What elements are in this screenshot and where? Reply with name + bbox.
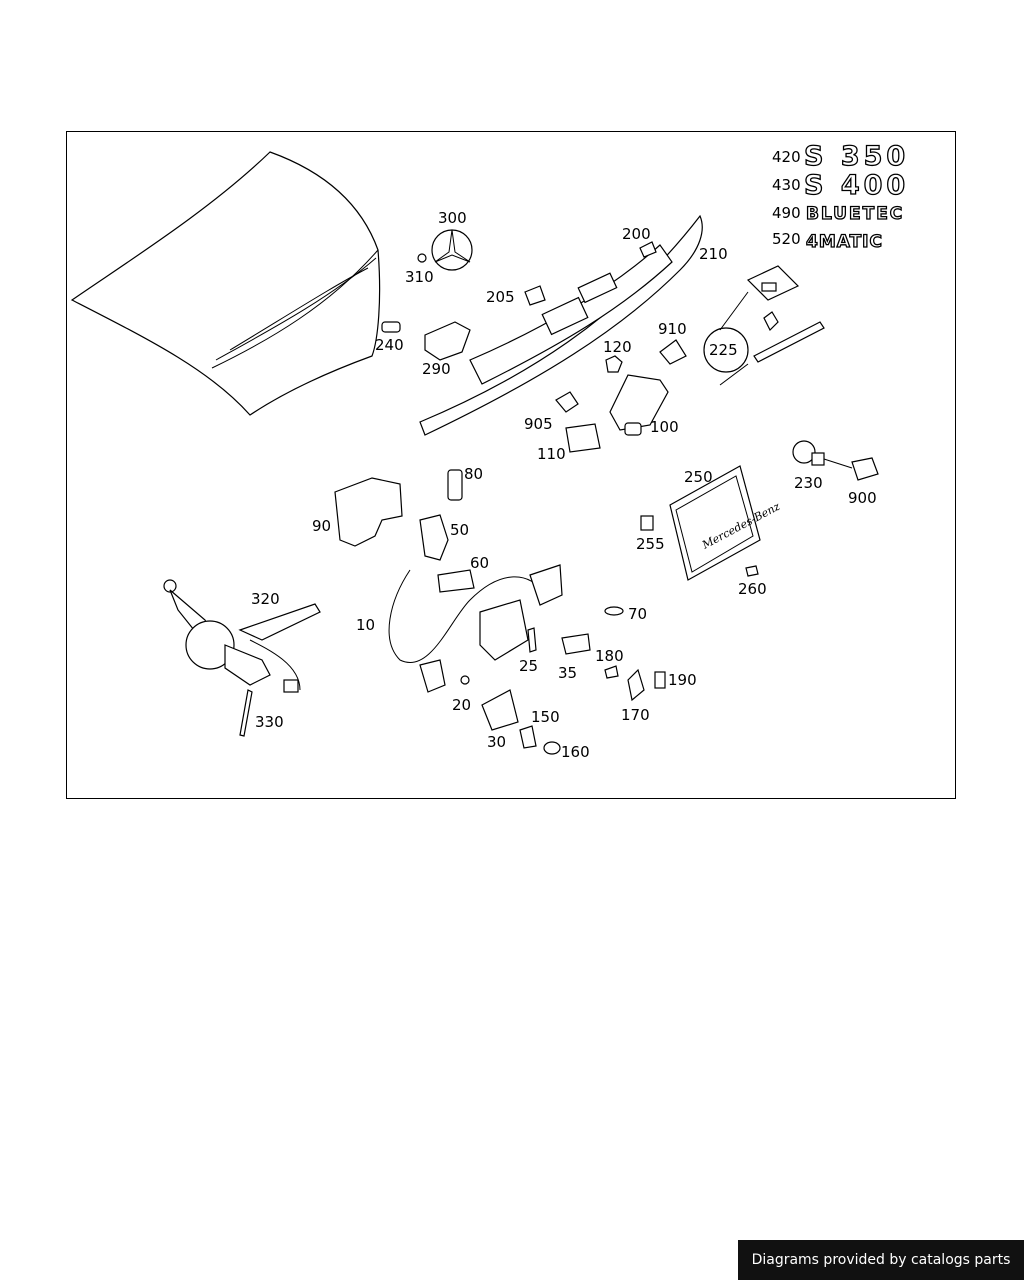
callout-50: 50 bbox=[450, 521, 469, 539]
callout-260: 260 bbox=[738, 580, 767, 598]
emblem-520-number: 520 bbox=[772, 230, 801, 248]
camera-drawing bbox=[555, 339, 687, 453]
emblem-s350-text: S 350 bbox=[804, 141, 909, 172]
latch-parts-drawing bbox=[334, 469, 475, 593]
footer-credit: Diagrams provided by catalogs parts bbox=[738, 1240, 1024, 1280]
emblem-list: 420 S 350 430 S 400 490 BLUETEC 520 4MAT… bbox=[772, 140, 909, 252]
handle-strip-drawing bbox=[419, 214, 703, 436]
callout-310: 310 bbox=[405, 268, 434, 286]
callout-60: 60 bbox=[470, 554, 489, 572]
callout-255: 255 bbox=[636, 535, 665, 553]
callout-10: 10 bbox=[356, 616, 375, 634]
callout-900: 900 bbox=[848, 489, 877, 507]
star-emblem-drawing bbox=[417, 229, 473, 271]
callout-290: 290 bbox=[422, 360, 451, 378]
callout-910: 910 bbox=[658, 320, 687, 338]
callout-210: 210 bbox=[699, 245, 728, 263]
callout-180: 180 bbox=[595, 647, 624, 665]
callout-80: 80 bbox=[464, 465, 483, 483]
callout-100: 100 bbox=[650, 418, 679, 436]
clip-detail-drawing bbox=[703, 265, 825, 386]
callout-230: 230 bbox=[794, 474, 823, 492]
callout-205: 205 bbox=[486, 288, 515, 306]
callout-90: 90 bbox=[312, 517, 331, 535]
callout-35: 35 bbox=[558, 664, 577, 682]
callout-170: 170 bbox=[621, 706, 650, 724]
bracket-drawing bbox=[381, 285, 546, 361]
callout-190: 190 bbox=[668, 671, 697, 689]
callout-300: 300 bbox=[438, 209, 467, 227]
emblem-490-number: 490 bbox=[772, 204, 801, 222]
callout-20: 20 bbox=[452, 696, 471, 714]
parts-diagram-frame bbox=[66, 131, 956, 799]
trunk-lid-drawing bbox=[70, 151, 381, 416]
emblem-430-number: 430 bbox=[772, 176, 801, 194]
callout-70: 70 bbox=[628, 605, 647, 623]
cable-drawing bbox=[388, 564, 666, 755]
callout-labels: 300 310 240 290 205 200 210 120 910 225 … bbox=[251, 209, 877, 761]
callout-120: 120 bbox=[603, 338, 632, 356]
emblem-4matic-text: 4MATIC bbox=[806, 232, 883, 252]
callout-240: 240 bbox=[375, 336, 404, 354]
callout-905: 905 bbox=[524, 415, 553, 433]
callout-30: 30 bbox=[487, 733, 506, 751]
motor-assembly-drawing bbox=[163, 579, 321, 737]
cap-drawing bbox=[792, 440, 879, 481]
callout-150: 150 bbox=[531, 708, 560, 726]
callout-160: 160 bbox=[561, 743, 590, 761]
callout-110: 110 bbox=[537, 445, 566, 463]
emblem-bluetec-text: BLUETEC bbox=[806, 204, 904, 224]
callout-200: 200 bbox=[622, 225, 651, 243]
emblem-s400-text: S 400 bbox=[804, 170, 909, 201]
callout-330: 330 bbox=[255, 713, 284, 731]
callout-320: 320 bbox=[251, 590, 280, 608]
emblem-420-number: 420 bbox=[772, 148, 801, 166]
callout-25: 25 bbox=[519, 657, 538, 675]
callout-250: 250 bbox=[684, 468, 713, 486]
callout-225: 225 bbox=[709, 341, 738, 359]
